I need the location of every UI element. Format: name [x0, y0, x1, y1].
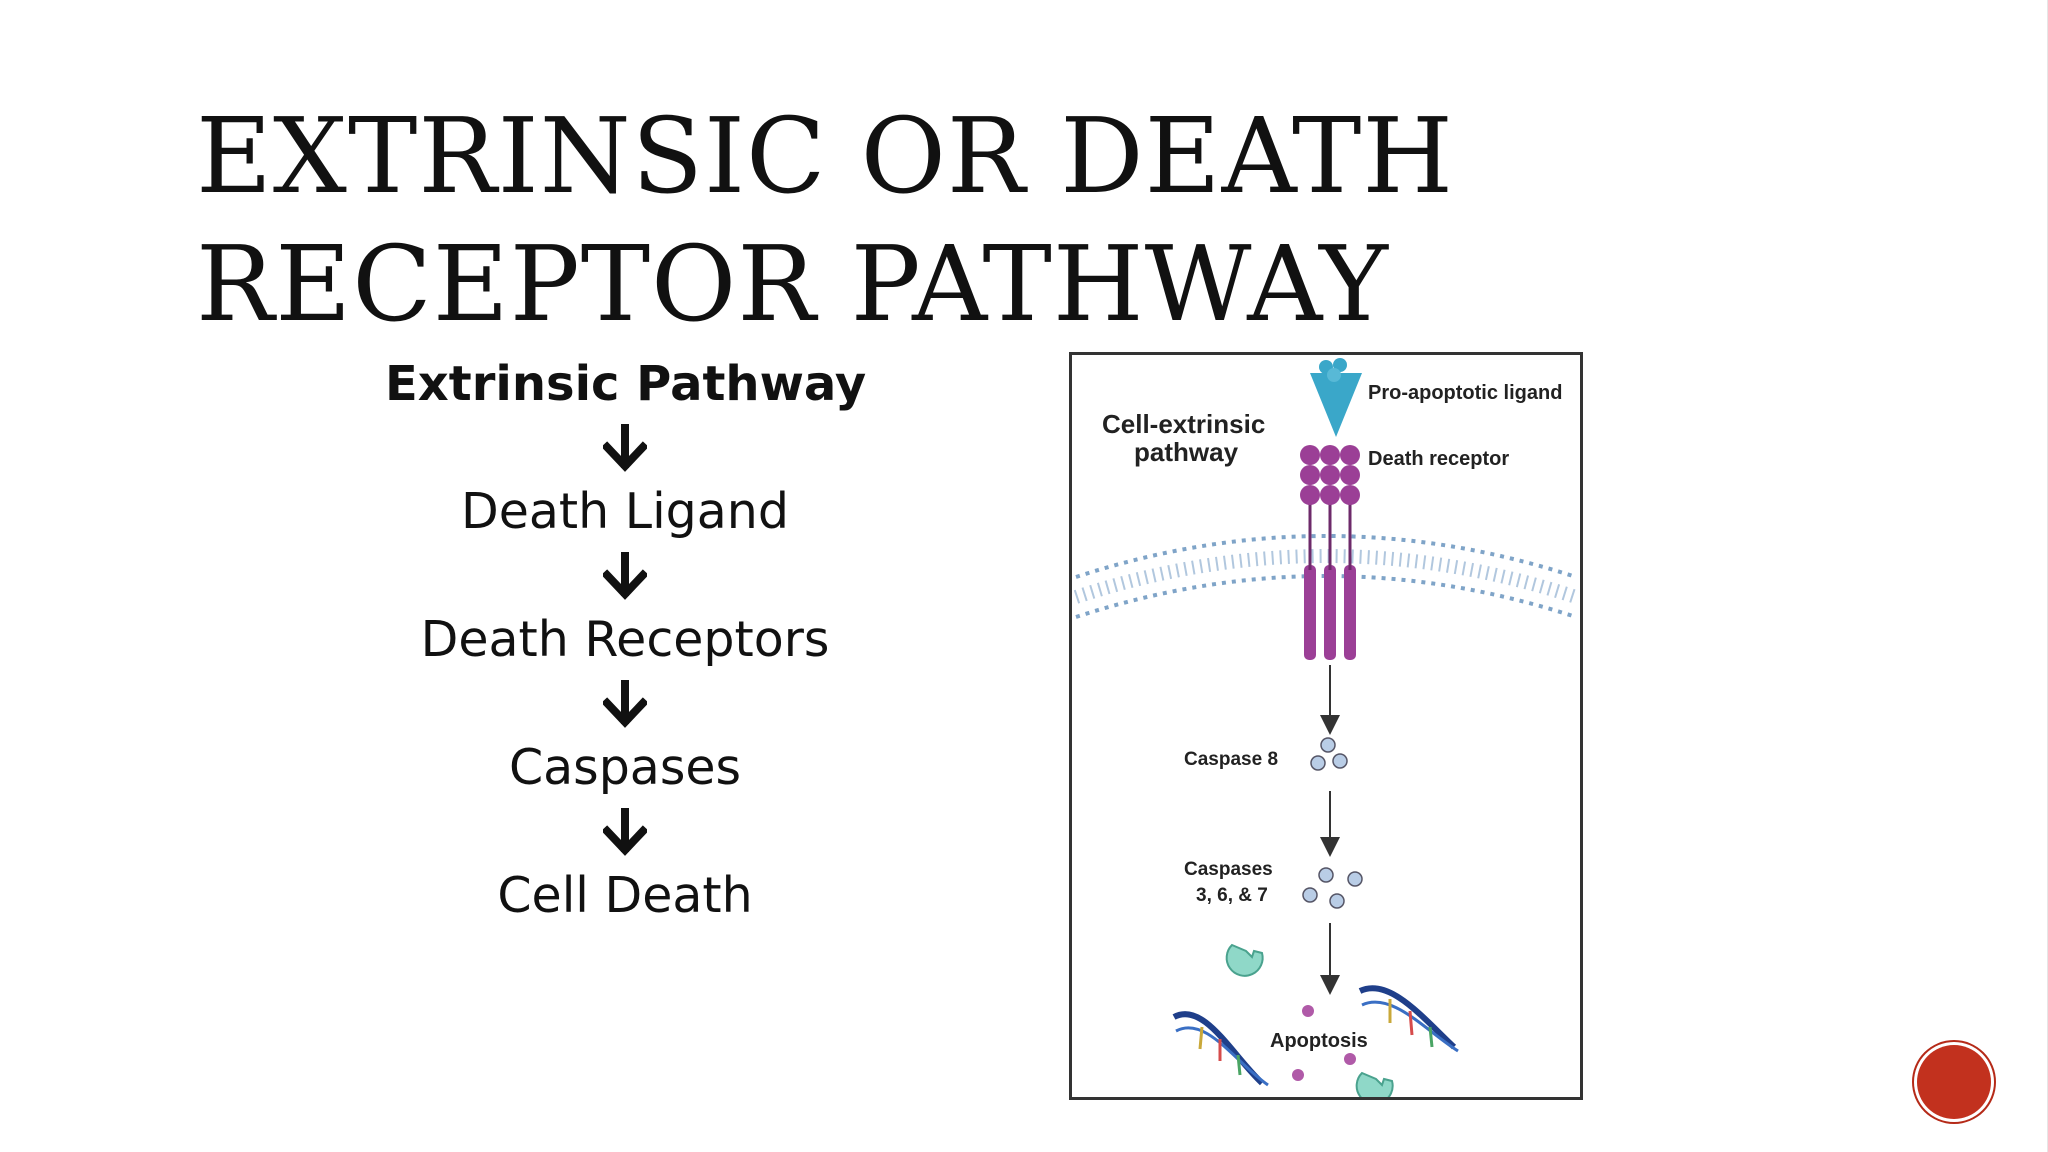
label-caspases: Caspases	[1184, 859, 1273, 880]
label-cell-extrinsic: Cell-extrinsic	[1102, 409, 1265, 439]
down-arrow-icon	[385, 546, 865, 606]
apoptotic-body-icon	[1292, 1005, 1356, 1081]
flow-step-caspases: Caspases	[508, 739, 742, 796]
slide-title-line-2: RECEPTOR PATHWAY	[196, 223, 1389, 345]
flow-step-death-ligand: Death Ligand	[461, 483, 789, 540]
ligand-icon	[1310, 358, 1362, 437]
slide-title-line-1: EXTRINSIC OR DEATH	[196, 95, 1455, 217]
caspase-8-icon	[1310, 737, 1348, 771]
protein-fragment-icon	[1225, 943, 1394, 1097]
label-caspase-8: Caspase 8	[1184, 749, 1278, 770]
flow-step-cell-death: Cell Death	[497, 867, 753, 924]
label-death-receptor: Death receptor	[1368, 448, 1509, 470]
label-pathway: pathway	[1134, 437, 1239, 467]
label-caspases-numbers: 3, 6, & 7	[1196, 885, 1268, 906]
down-arrow-icon	[385, 802, 865, 862]
down-arrow-icon	[385, 674, 865, 734]
slide-title: EXTRINSIC OR DEATH RECEPTOR PATHWAY	[196, 92, 1696, 348]
label-apoptosis: Apoptosis	[1270, 1030, 1368, 1052]
flow-step-extrinsic-pathway: Extrinsic Pathway	[385, 356, 867, 412]
dna-fragment-right-icon	[1358, 985, 1459, 1053]
label-pro-apoptotic-ligand: Pro-apoptotic ligand	[1368, 382, 1562, 404]
down-arrow-icon	[385, 418, 865, 478]
slide-nav-button[interactable]	[1917, 1045, 1991, 1119]
death-receptor-icon	[1300, 445, 1360, 660]
caspases-367-icon	[1302, 867, 1363, 909]
dna-fragment-left-icon	[1172, 1011, 1269, 1087]
pathway-flow: Extrinsic Pathway Death Ligand Death Rec…	[385, 350, 867, 930]
flow-step-death-receptors: Death Receptors	[420, 611, 830, 668]
pathway-figure: Cell-extrinsic pathway Pro-apoptotic lig…	[1069, 352, 1583, 1100]
pathway-illustration: Cell-extrinsic pathway Pro-apoptotic lig…	[1073, 358, 1579, 1097]
cell-membrane	[1073, 534, 1579, 619]
